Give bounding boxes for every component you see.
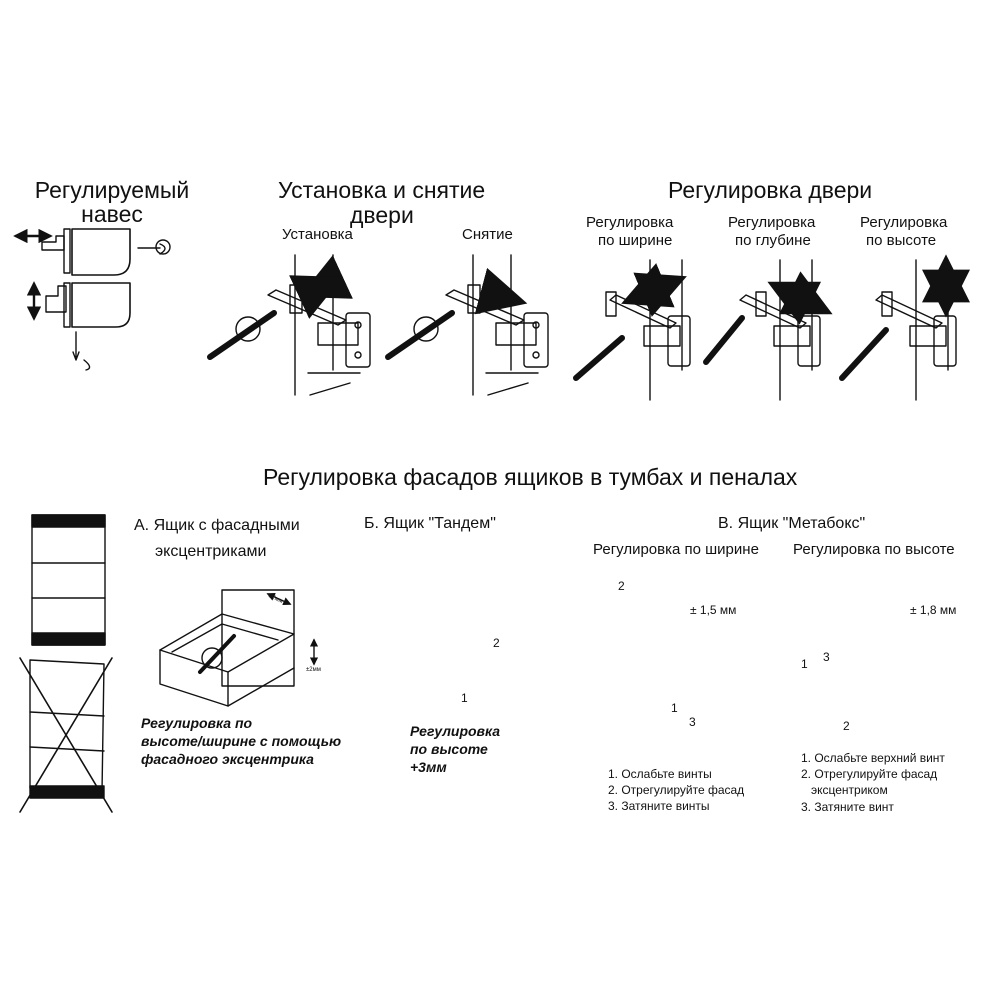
door-install-title-line2: двери xyxy=(350,202,414,228)
step-item: 3. Затяните винт xyxy=(801,799,894,814)
drawer-c-num-3: 3 xyxy=(689,715,696,729)
adjustable-hinge-illustration xyxy=(13,229,170,370)
drawer-cabinet-incorrect xyxy=(20,658,112,812)
step-item: эксцентриком xyxy=(801,783,888,798)
depth-adjust-label-2: по глубине xyxy=(735,232,811,249)
drawer-c-height-steps: 1. Ослабьте верхний винт 2. Отрегулируйт… xyxy=(801,750,945,815)
drawer-c-num-2: 2 xyxy=(618,579,625,593)
height-adjust-label-1: Регулировка xyxy=(860,214,948,231)
door-adjust-title: Регулировка двери xyxy=(668,177,873,203)
drawer-c-height-tolerance: ± 1,8 мм xyxy=(910,603,957,617)
drawer-c-width-tolerance: ± 1,5 мм xyxy=(690,603,737,617)
step-item: 3. Затяните винты xyxy=(608,799,710,814)
drawer-c-num-1: 1 xyxy=(671,701,678,715)
hinge-install-illustration xyxy=(210,255,548,395)
step-item: 2. Отрегулируйте фасад xyxy=(608,783,745,798)
drawer-c-title: В. Ящик "Метабокс" xyxy=(718,515,866,532)
drawer-c-h-num-1: 1 xyxy=(801,657,808,671)
drawer-b-caption-1: Регулировка xyxy=(410,723,501,739)
drawer-c-h-num-3: 3 xyxy=(823,650,830,664)
remove-label: Снятие xyxy=(462,226,513,243)
drawers-section-title: Регулировка фасадов ящиков в тумбах и пе… xyxy=(263,464,798,490)
drawer-a-caption-2: высоте/ширине с помощью xyxy=(141,733,342,749)
width-adjust-label-1: Регулировка xyxy=(586,214,674,231)
drawer-a-caption-1: Регулировка по xyxy=(141,715,253,731)
width-adjust-label-2: по ширине xyxy=(598,232,673,249)
drawer-a-title-1: А. Ящик с фасадными xyxy=(134,517,300,534)
height-adjust-label-2: по высоте xyxy=(866,232,937,249)
drawer-c-h-num-2: 2 xyxy=(843,719,850,733)
drawer-b-caption-2: по высоте xyxy=(410,741,488,757)
adjustable-hinge-title: Регулируемый навес xyxy=(34,177,190,228)
drawer-c-width-label: Регулировка по ширине xyxy=(593,541,759,558)
door-install-title-line1: Установка и снятие xyxy=(278,177,486,203)
drawer-a-illustration xyxy=(160,590,319,706)
drawer-c-height-label: Регулировка по высоте xyxy=(793,541,955,558)
drawer-a-caption-3: фасадного эксцентрика xyxy=(141,751,314,767)
step-item: 1. Ослабьте винты xyxy=(608,767,712,781)
step-item: 2. Отрегулируйте фасад xyxy=(801,767,938,782)
depth-adjust-label-1: Регулировка xyxy=(728,214,816,231)
drawer-a-dim-height: ±2мм xyxy=(306,667,321,673)
drawer-b-title: Б. Ящик "Тандем" xyxy=(364,515,496,532)
step-item: 1. Ослабьте верхний винт xyxy=(801,751,945,765)
drawer-b-caption-3: +3мм xyxy=(410,759,447,775)
drawer-c-width-steps: 1. Ослабьте винты 2. Отрегулируйте фасад… xyxy=(608,766,744,815)
drawer-cabinet-correct xyxy=(32,515,105,645)
install-label: Установка xyxy=(282,226,353,243)
drawer-b-num-1: 1 xyxy=(461,691,468,705)
drawer-a-title-2: эксцентриками xyxy=(155,543,267,560)
hinge-adjust-illustration xyxy=(576,254,970,400)
drawer-b-num-2: 2 xyxy=(493,636,500,650)
